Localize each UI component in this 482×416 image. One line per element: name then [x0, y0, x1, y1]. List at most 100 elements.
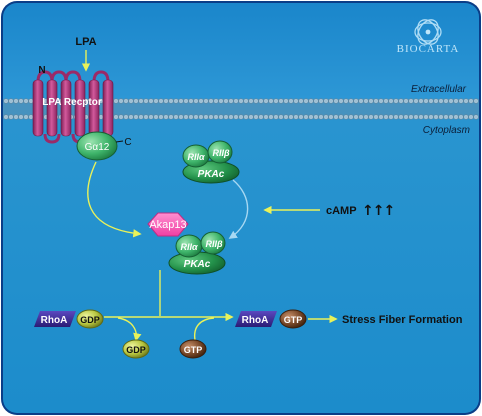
lipid-head — [403, 114, 409, 120]
lipid-head — [13, 114, 19, 120]
lipid-head — [3, 114, 9, 120]
lipid-head — [408, 98, 414, 104]
lipid-head — [318, 98, 324, 104]
lipid-head — [338, 114, 344, 120]
lipid-head — [348, 98, 354, 104]
lipid-head — [228, 114, 234, 120]
lipid-head — [153, 114, 159, 120]
lipid-head — [133, 114, 139, 120]
lipid-head — [3, 98, 9, 104]
lipid-head — [383, 98, 389, 104]
lipid-head — [298, 114, 304, 120]
lipid-head — [453, 98, 459, 104]
lipid-head — [178, 114, 184, 120]
lipid-head — [183, 114, 189, 120]
lipid-head — [173, 114, 179, 120]
lipid-head — [148, 98, 154, 104]
lipid-head — [303, 98, 309, 104]
input-gtp — [179, 339, 207, 359]
rhoa-gtp-rhoa — [235, 311, 277, 327]
lipid-head — [323, 114, 329, 120]
camp-increase-arrows: ↑↑↑ — [362, 203, 394, 219]
lipid-head — [183, 98, 189, 104]
lipid-head — [343, 98, 349, 104]
cell-membrane — [3, 98, 479, 120]
lipid-head — [443, 114, 449, 120]
lipid-head — [13, 98, 19, 104]
lipid-head — [373, 98, 379, 104]
lipid-head — [293, 98, 299, 104]
pka-rii-beta-label: RIIβ — [212, 148, 230, 158]
lipid-head — [118, 114, 124, 120]
lipid-head — [198, 98, 204, 104]
rhoa-gdp-rhoa — [34, 311, 76, 327]
lipid-head — [118, 98, 124, 104]
lipid-head — [313, 98, 319, 104]
lipid-head — [398, 114, 404, 120]
extracellular-label: Extracellular — [411, 84, 467, 95]
rhoa-bound-gdp — [76, 309, 104, 329]
receptor-helix — [88, 79, 100, 137]
lipid-head — [228, 98, 234, 104]
lipid-head — [213, 98, 219, 104]
lipid-head — [388, 98, 394, 104]
lipid-head — [178, 98, 184, 104]
lipid-head — [133, 98, 139, 104]
lipid-head — [338, 98, 344, 104]
rhoa-gdp-rhoa-label: RhoA — [41, 315, 68, 326]
lipid-head — [153, 98, 159, 104]
lipid-head — [28, 114, 34, 120]
lipid-head — [273, 98, 279, 104]
lipid-head — [458, 98, 464, 104]
lipid-head — [258, 114, 264, 120]
lipid-head — [398, 98, 404, 104]
lipid-head — [418, 98, 424, 104]
lipid-head — [343, 114, 349, 120]
lipid-head — [318, 114, 324, 120]
lipid-head — [128, 114, 134, 120]
cytoplasm-label: Cytoplasm — [423, 125, 470, 136]
lipid-head — [423, 98, 429, 104]
lipid-head — [258, 98, 264, 104]
membrane-lipid-heads-outer — [3, 98, 479, 104]
lipid-head — [208, 114, 214, 120]
g-alpha-c-link — [115, 140, 124, 143]
lipid-head — [353, 114, 359, 120]
lipid-head — [168, 114, 174, 120]
rhoa-bound-gdp-label: GDP — [80, 315, 100, 325]
lipid-head — [163, 114, 169, 120]
akap-rii-alpha-label: RIIα — [180, 242, 198, 252]
lipid-head — [28, 98, 34, 104]
lipid-head — [378, 114, 384, 120]
lipid-head — [173, 98, 179, 104]
lipid-head — [413, 98, 419, 104]
lipid-head — [273, 114, 279, 120]
lipid-head — [438, 114, 444, 120]
lipid-head — [243, 98, 249, 104]
lipid-head — [288, 98, 294, 104]
camp-label: cAMP — [326, 205, 357, 217]
lipid-head — [358, 98, 364, 104]
lipid-head — [8, 114, 14, 120]
lipid-head — [333, 114, 339, 120]
lipid-head — [253, 98, 259, 104]
lipid-head — [288, 114, 294, 120]
receptor-loop — [92, 70, 110, 83]
pka-rii-alpha-label: RIIα — [187, 152, 205, 162]
g-alpha-c-terminus: C — [124, 137, 131, 148]
receptor-helix — [74, 79, 86, 137]
lipid-head — [333, 98, 339, 104]
receptor-helix — [32, 79, 44, 137]
lipid-head — [263, 114, 269, 120]
receptor-n-terminus: N — [38, 65, 45, 76]
lipid-head — [313, 114, 319, 120]
lipid-head — [328, 98, 334, 104]
released-gdp — [122, 339, 150, 359]
lipid-head — [433, 98, 439, 104]
lipid-head — [388, 114, 394, 120]
lpa-label: LPA — [75, 36, 96, 48]
akap13 — [147, 212, 189, 237]
anchored-rii-beta-subunit — [200, 231, 226, 255]
lipid-head — [238, 114, 244, 120]
